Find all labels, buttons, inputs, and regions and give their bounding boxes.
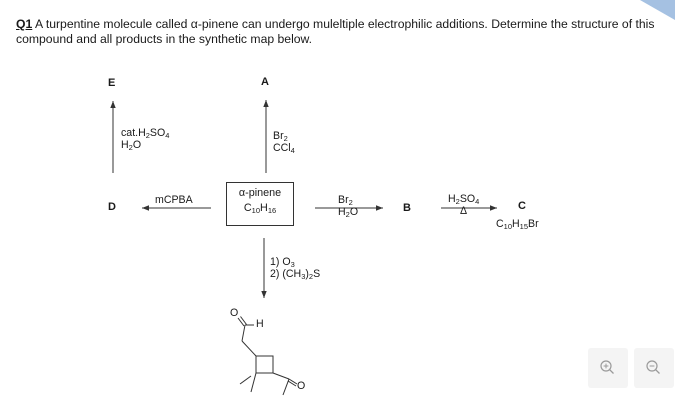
alpha-pinene-box: α-pinene C10H16 [226, 182, 294, 226]
atom-O-aldehyde: O [230, 307, 239, 319]
zoom-out-button[interactable] [634, 348, 674, 388]
reagent-D: mCPBA [155, 194, 193, 206]
atom-O-ketone: O [297, 380, 306, 392]
alpha-pinene-formula: C10H16 [243, 202, 277, 215]
question-body: A turpentine molecule called α-pinene ca… [16, 17, 655, 46]
corner-accent [640, 0, 675, 20]
label-E: E [108, 77, 116, 89]
question-number: Q1 [16, 17, 33, 31]
reagent-C: H2SO4 Δ [448, 193, 480, 217]
label-A: A [261, 76, 269, 88]
question-text: Q1 A turpentine molecule called α-pinene… [16, 17, 656, 47]
atom-H-aldehyde: H [256, 318, 264, 330]
label-D: D [108, 201, 116, 213]
reagent-ozonolysis: 1) O3 2) (CH3)2S [270, 256, 321, 281]
zoom-in-icon [600, 360, 614, 374]
zoom-in-button[interactable] [588, 348, 628, 388]
reagent-A: Br2 CCl4 [273, 130, 295, 155]
ozonolysis-product-structure [237, 316, 298, 396]
label-B: B [403, 202, 411, 214]
label-C: C [518, 200, 526, 212]
product-C-formula: C10H15Br [496, 218, 539, 231]
reagent-B: Br2 H2O [338, 194, 359, 219]
reagent-E: cat.H2SO4 H2O [121, 127, 170, 152]
alpha-pinene-name: α-pinene [238, 187, 282, 199]
zoom-out-icon [646, 360, 660, 374]
